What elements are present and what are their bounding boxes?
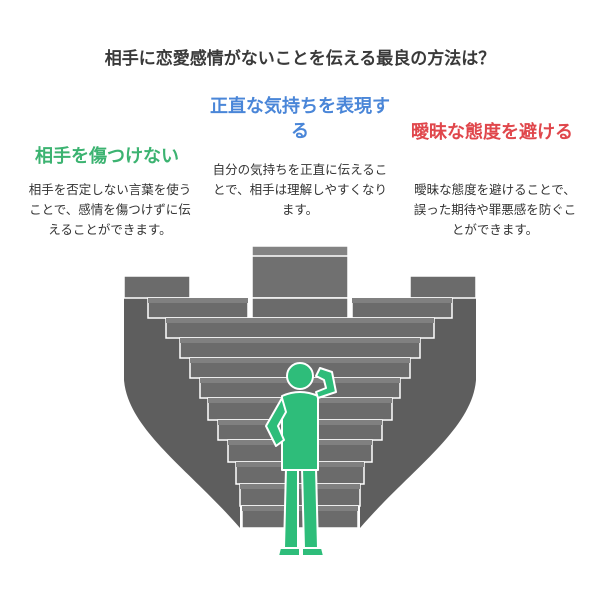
text-honest: 自分の気持ちを正直に伝えることで、相手は理解しやすくなります。 xyxy=(212,162,388,217)
person-thinking-icon xyxy=(265,362,337,557)
heading-avoid-ambiguity: 曖昧な態度を避ける xyxy=(411,122,573,143)
stairs-left-wall xyxy=(124,276,240,528)
text-avoid-ambiguity: 曖昧な態度を避けることで、誤った期待や罪悪感を防ぐことができます。 xyxy=(413,182,577,237)
stairs-right-wall xyxy=(360,276,476,528)
page-title: 相手に恋愛感情がないことを伝える最良の方法は？ xyxy=(104,49,496,69)
stair-block-right-top xyxy=(409,275,477,299)
text-no-hurt: 相手を否定しない言葉を使うことで、感情を傷つけずに伝えることができます。 xyxy=(28,182,192,237)
heading-no-hurt: 相手を傷つけない xyxy=(35,146,179,167)
stair-block-left-top xyxy=(123,275,191,299)
heading-honest: 正直な気持ちを表現する xyxy=(210,96,390,142)
